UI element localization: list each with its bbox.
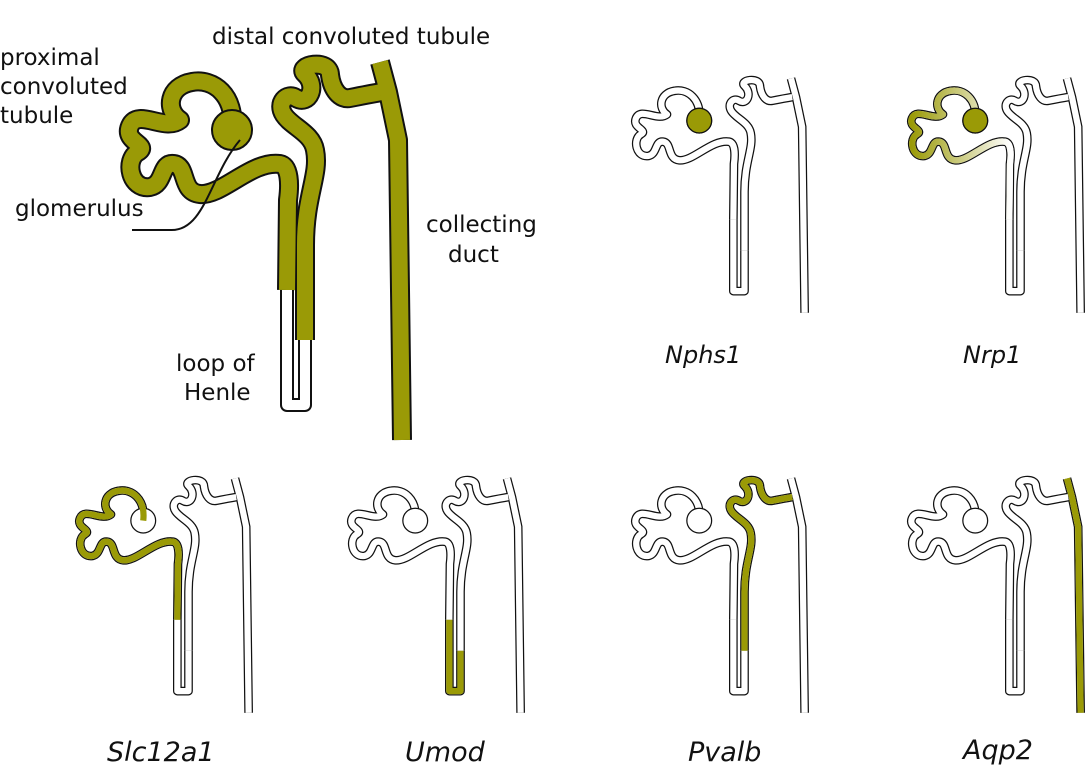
label-cd-2: duct [448,242,499,268]
label-loop-2: Henle [184,380,251,406]
gene-label-umod: Umod [405,737,486,768]
label-pct-1: proximal [0,45,100,71]
nephron-slc12a1 [79,478,248,712]
nephron-umod [351,478,520,712]
gene-label-slc12a1: Slc12a1 [107,737,215,768]
label-cd-1: collecting [426,212,537,238]
nephron-aqp2 [911,478,1080,712]
gene-label-pvalb: Pvalb [688,737,761,768]
nephron-nphs1 [635,78,804,312]
glomerulus-shape [211,109,253,151]
label-loop-1: loop of [176,351,256,377]
label-pct-2: convoluted [0,74,128,100]
gene-label-nphs1: Nphs1 [665,341,741,369]
main-nephron [129,62,402,440]
label-dct: distal convoluted tubule [212,24,490,50]
nephron-nrp1 [911,78,1080,312]
gene-label-aqp2: Aqp2 [961,735,1033,766]
label-pct-3: tubule [0,103,73,129]
gene-label-nrp1: Nrp1 [963,341,1021,369]
nephron-pvalb [635,478,804,712]
label-glomerulus: glomerulus [15,196,144,222]
glomerulus-leader [132,139,241,232]
